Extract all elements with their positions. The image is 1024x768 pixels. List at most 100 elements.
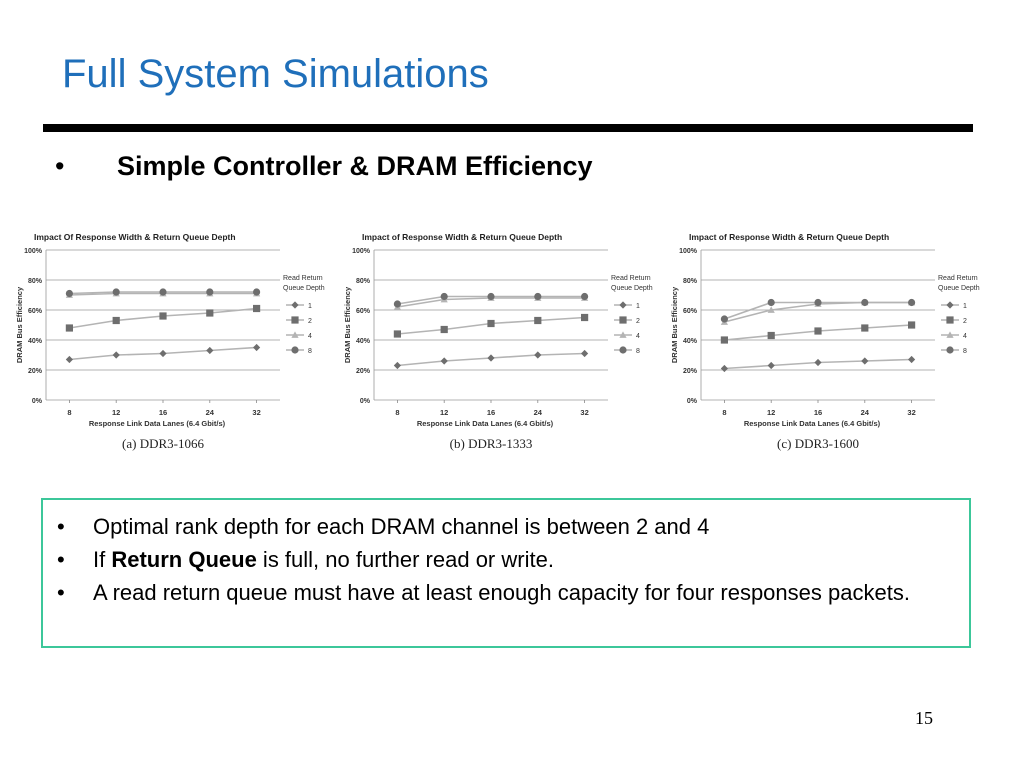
- title-divider: [43, 124, 973, 132]
- data-point: [393, 361, 401, 370]
- data-point: [65, 355, 73, 364]
- x-tick-label: 12: [112, 408, 120, 417]
- chart-title: Impact of Response Width & Return Queue …: [689, 232, 889, 242]
- data-point: [393, 330, 401, 338]
- data-point: [814, 327, 822, 335]
- data-point: [908, 321, 916, 329]
- y-tick-label: 80%: [28, 278, 43, 285]
- x-tick-label: 24: [861, 408, 870, 417]
- data-point: [487, 319, 495, 328]
- data-point: [253, 288, 261, 296]
- legend-marker: [946, 316, 954, 324]
- x-tick-label: 8: [395, 408, 399, 417]
- x-tick-label: 12: [440, 408, 448, 417]
- x-tick-label: 24: [206, 408, 215, 417]
- data-point: [767, 298, 775, 307]
- legend-marker: [291, 316, 299, 324]
- data-point: [112, 288, 120, 296]
- note-suffix: is full, no further read or write.: [256, 547, 554, 572]
- data-point: [112, 351, 120, 359]
- data-point: [534, 316, 542, 325]
- y-tick-label: 60%: [683, 308, 698, 315]
- data-point: [861, 357, 869, 365]
- data-point: [253, 343, 261, 352]
- x-tick-label: 8: [67, 408, 71, 417]
- chart-title: Impact of Response Width & Return Queue …: [362, 232, 562, 242]
- chart-ddr3-1066: Impact Of Response Width & Return Queue …: [15, 232, 325, 451]
- data-point: [159, 288, 167, 296]
- data-point: [534, 351, 542, 359]
- page-number: 15: [915, 708, 933, 728]
- y-tick-label: 40%: [356, 338, 371, 345]
- note-bullet: •: [57, 547, 65, 572]
- y-tick-label: 100%: [24, 248, 43, 255]
- chart-caption: (b) DDR3-1333: [450, 436, 533, 451]
- legend-marker: [619, 346, 627, 354]
- legend-title: Read Return: [938, 275, 978, 282]
- data-point: [861, 298, 869, 307]
- y-tick-label: 20%: [356, 368, 371, 375]
- x-tick-label: 32: [252, 408, 260, 417]
- y-axis-label: DRAM Bus Efficiency: [15, 286, 24, 363]
- y-tick-label: 60%: [356, 308, 371, 315]
- x-tick-label: 16: [159, 408, 167, 417]
- x-tick-label: 16: [487, 408, 495, 417]
- slide-title: Full System Simulations: [62, 52, 489, 96]
- notes-box: • Optimal rank depth for each DRAM chann…: [41, 498, 971, 648]
- x-tick-label: 16: [814, 408, 822, 417]
- note-bullet: •: [57, 580, 65, 605]
- data-point: [487, 292, 495, 301]
- y-tick-label: 0%: [687, 398, 698, 405]
- legend-title: Queue Depth: [283, 285, 325, 292]
- x-axis-label: Response Link Data Lanes (6.4 Gbit/s): [417, 419, 554, 428]
- legend-marker: [291, 301, 299, 309]
- legend-marker: [619, 316, 627, 324]
- legend-label: 4: [963, 333, 967, 340]
- legend-marker: [946, 301, 954, 309]
- x-axis-label: Response Link Data Lanes (6.4 Gbit/s): [744, 419, 881, 428]
- x-tick-label: 32: [907, 408, 915, 417]
- legend-marker: [291, 331, 299, 338]
- data-point: [440, 292, 448, 301]
- legend-marker: [619, 301, 627, 309]
- y-tick-label: 60%: [28, 308, 43, 315]
- data-point: [159, 349, 167, 358]
- note-bold: Return Queue: [111, 547, 257, 572]
- legend-marker: [291, 346, 299, 354]
- y-axis-label: DRAM Bus Efficiency: [343, 286, 352, 363]
- y-tick-label: 20%: [28, 368, 43, 375]
- data-point: [206, 346, 214, 355]
- legend-title: Read Return: [283, 275, 323, 282]
- legend-label: 1: [963, 303, 967, 310]
- chart-ddr3-1600: Impact of Response Width & Return Queue …: [670, 232, 980, 451]
- data-point: [440, 325, 448, 334]
- data-point: [814, 358, 822, 367]
- data-point: [253, 304, 261, 313]
- legend-label: 2: [636, 318, 640, 325]
- x-tick-label: 24: [534, 408, 543, 417]
- data-point: [908, 355, 916, 364]
- y-tick-label: 40%: [683, 338, 698, 345]
- y-tick-label: 80%: [356, 278, 371, 285]
- data-point: [581, 313, 589, 322]
- legend-label: 2: [963, 318, 967, 325]
- note-prefix: If: [93, 547, 112, 572]
- legend-label: 1: [308, 303, 312, 310]
- y-tick-label: 100%: [679, 248, 698, 255]
- data-point: [393, 300, 401, 308]
- data-point: [861, 324, 869, 332]
- data-point: [908, 298, 916, 307]
- y-tick-label: 20%: [683, 368, 698, 375]
- legend-title: Queue Depth: [611, 285, 653, 292]
- note-text: Optimal rank depth for each DRAM channel…: [93, 514, 710, 539]
- legend-title: Queue Depth: [938, 285, 980, 292]
- legend-label: 2: [308, 318, 312, 325]
- y-tick-label: 40%: [28, 338, 43, 345]
- note-bullet: •: [57, 514, 65, 539]
- x-tick-label: 8: [722, 408, 726, 417]
- note-text: If Return Queue is full, no further read…: [93, 543, 933, 576]
- chart-title: Impact Of Response Width & Return Queue …: [34, 232, 236, 242]
- data-point: [440, 357, 448, 365]
- y-tick-label: 0%: [360, 398, 371, 405]
- legend-marker: [619, 331, 627, 338]
